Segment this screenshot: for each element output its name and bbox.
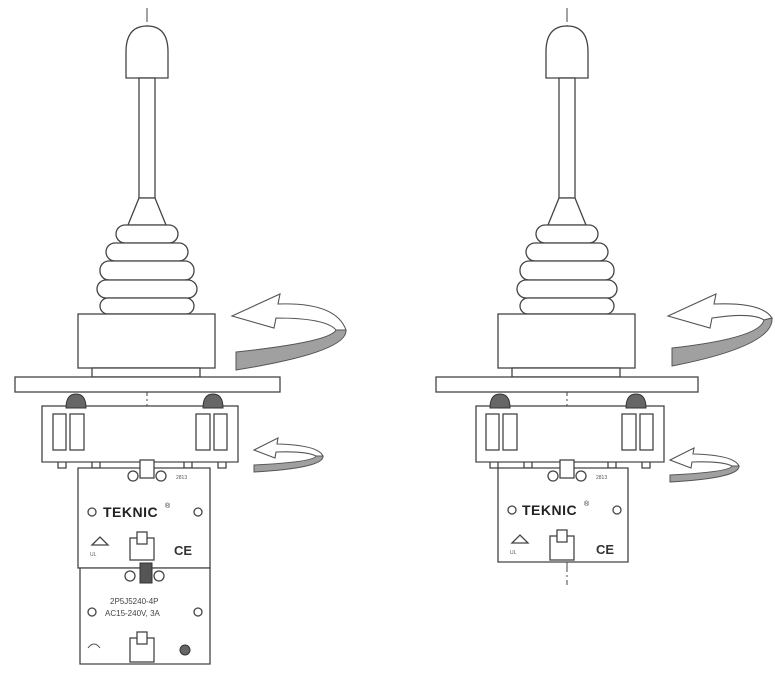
left-contact-spec-line1: 2P5J5240-4P [110,597,158,606]
right-joystick-knob [545,25,589,79]
left-mounting-adaptor [41,405,239,469]
svg-text:UL: UL [90,552,97,558]
right-joystick-assembly: 2813 TEKNIC ® UL CE [435,8,773,585]
right-mounting-adaptor [475,405,665,469]
left-contact-block-1: 2813 TEKNIC ® UL CE [77,459,211,569]
right-boot-taper [547,197,587,226]
left-joystick-assembly: 2813 TEKNIC ® UL CE 2P5J5240-4P AC15-240… [14,8,347,665]
right-joystick-rod [558,77,576,199]
right-collar [497,313,636,369]
left-registered-mark-icon: ® [165,502,171,510]
right-block-code: 2813 [596,475,607,481]
right-collar-neck [511,367,621,378]
right-lower-rotation-arrow-icon [668,447,740,483]
left-screw-heads [65,393,224,409]
svg-text:UL: UL [510,550,517,556]
right-contact-block: 2813 TEKNIC ® UL CE [497,459,629,563]
left-ce-mark: CE [174,543,192,558]
left-contact-spec-line2: AC15-240V, 3A [105,609,161,618]
left-rubber-bellows [96,224,198,315]
right-upper-rotation-arrow-icon [666,293,773,367]
right-certification-mark-icon [510,534,530,544]
right-panel-plate [435,376,699,393]
left-panel-plate [14,376,281,393]
left-contact-block-2: 2P5J5240-4P AC15-240V, 3A [79,562,211,665]
left-block-code: 2813 [176,475,187,481]
right-rubber-bellows [516,224,618,315]
left-lower-rotation-arrow-icon [252,437,324,473]
right-screw-heads [489,393,647,409]
left-certification-mark-icon [90,536,110,546]
right-brand-label: TEKNIC [522,502,577,518]
left-joystick-knob [125,25,169,79]
left-collar [77,313,216,369]
left-collar-neck [91,367,201,378]
left-joystick-rod [138,77,156,199]
right-ce-mark: CE [596,542,614,557]
right-registered-mark-icon: ® [584,500,590,508]
left-upper-rotation-arrow-icon [230,293,347,371]
left-boot-taper [127,197,167,226]
left-brand-label: TEKNIC [103,504,158,520]
